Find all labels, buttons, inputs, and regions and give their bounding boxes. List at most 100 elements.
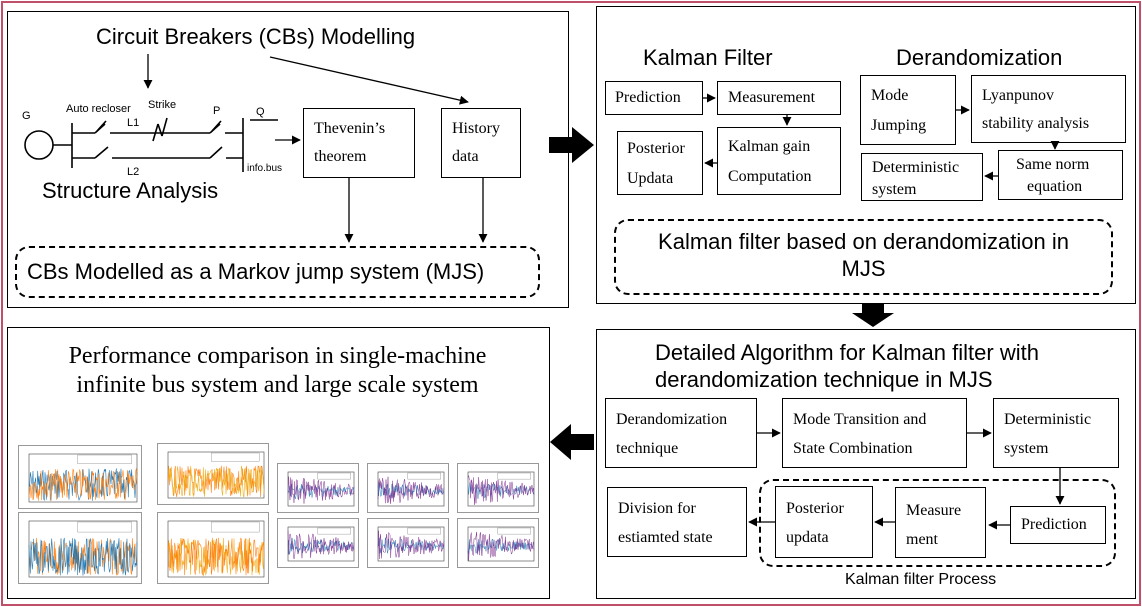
plot-thumbnail-3 — [18, 512, 142, 584]
kalman-filter-title: Kalman Filter — [643, 45, 773, 70]
posterior-updata-box: Posterior updata — [775, 486, 873, 558]
plot-thumbnail-10 — [457, 518, 539, 568]
lyapunov-line-2: stability analysis — [982, 115, 1090, 132]
thumb-series-line — [28, 537, 138, 576]
plot-1-svg — [28, 453, 138, 503]
thumb-series-line — [28, 468, 138, 502]
thevenin-line-1: Thevenin’s — [314, 120, 386, 137]
history-line-1: History — [452, 120, 500, 137]
performance-title: Performance comparison in single-machine… — [7, 342, 548, 400]
prediction-box-bottom: Prediction — [1010, 506, 1106, 544]
thumb-legend — [497, 472, 531, 480]
mjs-result-text: CBs Modelled as a Markov jump system (MJ… — [27, 259, 485, 284]
mode-transition-line-1: Mode Transition and — [793, 411, 927, 428]
posterior-line-1: Posterior — [627, 140, 685, 157]
plot-5-svg — [287, 471, 355, 507]
structure-analysis-label: Structure Analysis — [42, 178, 219, 203]
kalman-gain-line-2: Computation — [728, 168, 812, 185]
thumb-series-line — [28, 468, 138, 501]
mode-jumping-line-1: Mode — [871, 87, 909, 104]
plot-thumbnail-8 — [277, 518, 359, 568]
mode-transition-box: Mode Transition and State Combination — [782, 398, 967, 468]
thumb-legend — [497, 527, 531, 535]
plot-thumbnail-5 — [277, 463, 359, 513]
performance-title-line-1: Performance comparison in single-machine — [68, 343, 487, 369]
plot-thumbnail-7 — [457, 463, 539, 513]
plot-10-svg — [467, 526, 535, 562]
label-strike: Strike — [148, 99, 177, 111]
label-info-bus: info.bus — [247, 163, 283, 174]
deterministic-bottom-line-2: system — [1004, 440, 1049, 457]
plot-7-svg — [467, 471, 535, 507]
kalman-derand-line-2: MJS — [841, 256, 886, 281]
measurement-box: Measurement — [717, 81, 841, 115]
label-q: Q — [256, 106, 265, 118]
thumb-legend — [407, 472, 441, 480]
division-line-1: Division for — [618, 500, 696, 517]
kalman-derand-line-1: Kalman filter based on derandomization i… — [658, 229, 1069, 254]
plot-thumbnail-2 — [157, 443, 269, 505]
thumb-series-line — [287, 476, 355, 504]
measurement-box-bottom: Measure ment — [895, 487, 986, 558]
thumb-series-line — [377, 476, 445, 504]
label-l2: L2 — [127, 166, 140, 178]
thumb-series-line — [377, 530, 445, 560]
plot-thumbnail-1 — [18, 445, 142, 509]
same-norm-line-2: equation — [1027, 178, 1083, 195]
plot-9-svg — [377, 526, 445, 562]
posterior-updata-line-2: updata — [786, 529, 829, 546]
plot-4-svg — [167, 520, 265, 578]
posterior-updata-line-1: Posterior — [786, 500, 844, 517]
plot-thumbnail-9 — [367, 518, 449, 568]
thumb-legend — [317, 472, 351, 480]
algorithm-title-line-1: Detailed Algorithm for Kalman filter wit… — [655, 340, 1039, 365]
mode-jumping-line-2: Jumping — [871, 117, 927, 134]
division-line-2: estiamted state — [618, 529, 713, 546]
label-l1: L1 — [127, 117, 140, 129]
plot-thumbnail-4 — [157, 512, 269, 584]
mode-jumping-box: Mode Jumping — [860, 75, 956, 145]
thumb-legend — [77, 521, 132, 533]
plot-3-svg — [28, 520, 138, 578]
plot-2-svg — [167, 451, 265, 499]
division-box: Division for estiamted state — [607, 487, 747, 557]
kalman-process-label: Kalman filter Process — [845, 571, 997, 588]
thevenin-line-2: theorem — [314, 148, 367, 165]
thevenin-box: Thevenin’s theorem — [303, 108, 415, 178]
plot-6-svg — [377, 471, 445, 507]
thumb-series-line — [287, 530, 355, 560]
mode-transition-line-2: State Combination — [793, 440, 913, 457]
kalman-derand-result-box — [614, 219, 1113, 295]
derand-technique-box: Derandomization technique — [605, 398, 757, 468]
thumb-legend — [407, 527, 441, 535]
plot-8-svg — [287, 526, 355, 562]
kalman-gain-line-1: Kalman gain — [728, 138, 811, 155]
label-p: P — [213, 105, 221, 117]
deterministic-top-line-1: Deterministic — [872, 159, 960, 176]
prediction-box: Prediction — [605, 81, 703, 115]
thumb-legend — [317, 527, 351, 535]
deterministic-box-top: Deterministic system — [861, 153, 983, 201]
history-line-2: data — [452, 148, 479, 165]
algorithm-title: Detailed Algorithm for Kalman filter wit… — [655, 339, 1039, 393]
thumb-legend — [77, 454, 132, 464]
derand-tech-line-1: Derandomization — [616, 411, 728, 428]
plot-thumbnail-6 — [367, 463, 449, 513]
label-auto-recloser: Auto recloser — [66, 103, 131, 115]
thumb-series-line — [167, 465, 265, 497]
thumb-legend — [211, 452, 260, 462]
posterior-line-2: Updata — [627, 170, 674, 187]
kalman-gain-box: Kalman gain Computation — [717, 127, 841, 195]
posterior-update-box: Posterior Updata — [617, 131, 703, 195]
kalman-process-box — [759, 479, 1116, 567]
thumb-series-line — [167, 537, 265, 577]
deterministic-box-bottom: Deterministic system — [993, 398, 1119, 468]
same-norm-box: Same norm equation — [998, 150, 1123, 200]
deterministic-top-line-2: system — [872, 181, 917, 198]
derand-tech-line-2: technique — [616, 440, 679, 457]
kalman-derand-result-text: Kalman filter based on derandomization i… — [614, 228, 1113, 282]
cb-modelling-title: Circuit Breakers (CBs) Modelling — [96, 24, 416, 49]
deterministic-bottom-line-1: Deterministic — [1004, 411, 1092, 428]
lyapunov-box: Lyanpunov stability analysis — [971, 75, 1126, 143]
